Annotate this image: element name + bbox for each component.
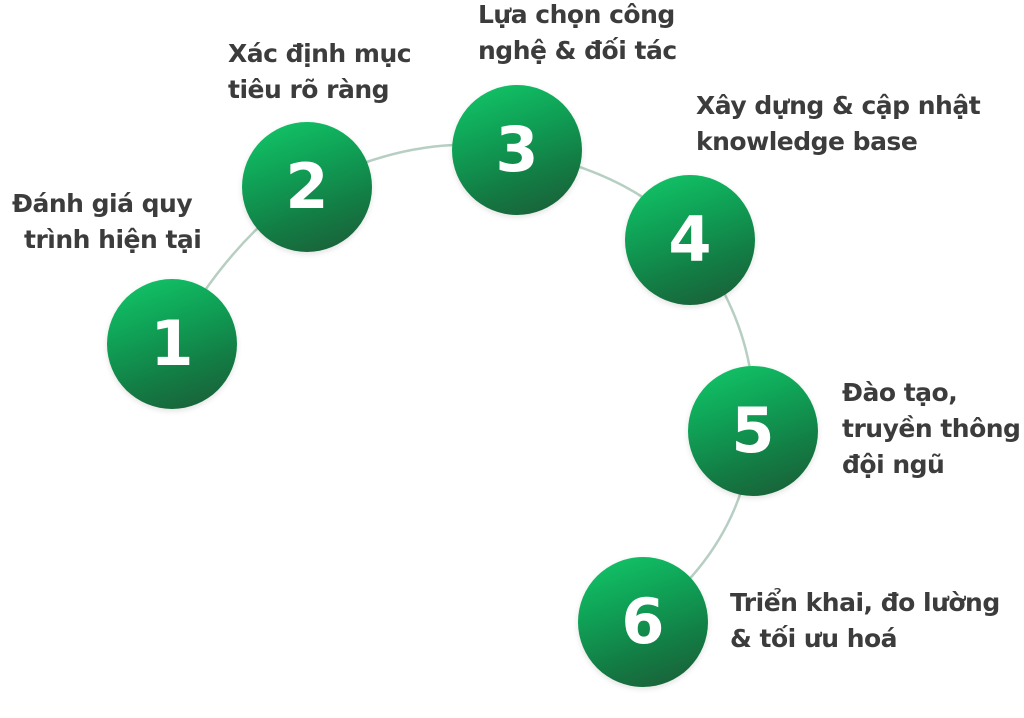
- step-6-label-line-2: & tối ưu hoá: [730, 624, 898, 653]
- step-4-label-line-1: Xây dựng & cập nhật: [696, 91, 981, 120]
- step-2-label-line-2: tiêu rõ ràng: [228, 75, 390, 104]
- step-5-label-line-1: Đào tạo,: [842, 378, 958, 407]
- step-5-label: Đào tạo, truyền thông đội ngũ: [842, 375, 1021, 483]
- step-5-number: 5: [731, 394, 775, 467]
- step-3-label-line-2: nghệ & đối tác: [478, 36, 677, 65]
- step-1-number: 1: [150, 307, 194, 380]
- step-6-label: Triển khai, đo lường & tối ưu hoá: [730, 585, 1000, 657]
- step-1-circle: 1: [107, 279, 237, 409]
- step-4-label: Xây dựng & cập nhật knowledge base: [696, 88, 981, 160]
- step-3-label: Lựa chọn công nghệ & đối tác: [478, 0, 677, 69]
- step-4-circle: 4: [625, 175, 755, 305]
- step-5-circle: 5: [688, 366, 818, 496]
- step-3-circle: 3: [452, 85, 582, 215]
- step-6-label-line-1: Triển khai, đo lường: [730, 588, 1000, 617]
- step-3-label-line-1: Lựa chọn công: [478, 0, 675, 29]
- step-1-label: Đánh giá quy trình hiện tại: [12, 186, 202, 258]
- step-2-label: Xác định mục tiêu rõ ràng: [228, 36, 412, 108]
- step-3-number: 3: [495, 113, 539, 186]
- step-2-circle: 2: [242, 122, 372, 252]
- step-5-label-line-3: đội ngũ: [842, 450, 945, 479]
- step-6-circle: 6: [578, 557, 708, 687]
- step-4-label-line-2: knowledge base: [696, 127, 918, 156]
- step-4-number: 4: [668, 203, 712, 276]
- step-5-label-line-2: truyền thông: [842, 414, 1021, 443]
- step-2-label-line-1: Xác định mục: [228, 39, 412, 68]
- step-1-label-line-1: Đánh giá quy: [12, 189, 193, 218]
- step-2-number: 2: [285, 150, 329, 223]
- step-6-number: 6: [621, 585, 665, 658]
- step-1-label-line-2: trình hiện tại: [24, 225, 202, 254]
